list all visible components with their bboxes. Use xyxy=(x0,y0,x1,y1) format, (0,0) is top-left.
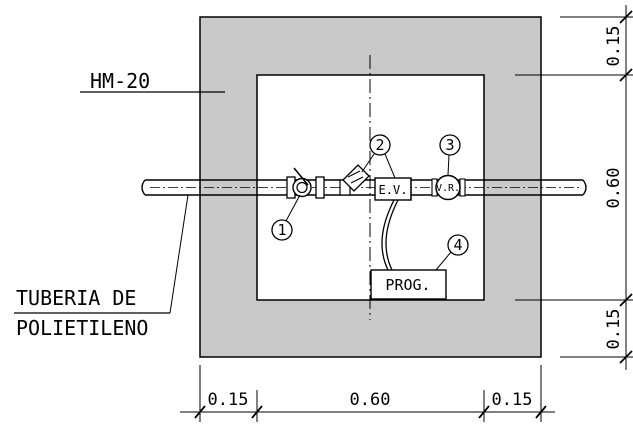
callout-4-number: 4 xyxy=(453,236,462,254)
callout-4 xyxy=(435,234,469,271)
bottom-dimension-line xyxy=(180,365,555,422)
regulating-valve-icon xyxy=(431,174,466,201)
dim-right-bottom: 0.15 xyxy=(604,309,624,350)
regulating-valve-label: V.R. xyxy=(436,183,460,194)
callout-3-number: 3 xyxy=(445,136,454,154)
dim-right-top: 0.15 xyxy=(604,26,624,67)
solenoid-valve-label: E.V. xyxy=(379,183,408,197)
pipe-label-line1: TUBERIA DE xyxy=(16,286,136,310)
callout-3 xyxy=(439,134,461,176)
callout-1 xyxy=(271,194,301,241)
callout-2-number: 2 xyxy=(375,136,384,154)
pipe-label-line2: POLIETILENO xyxy=(16,316,148,340)
right-dimension-line xyxy=(515,5,633,370)
callout-2 xyxy=(361,134,396,179)
callout-1-number: 1 xyxy=(277,221,286,239)
dim-bottom-right: 0.15 xyxy=(492,390,533,410)
programmer-box xyxy=(370,269,447,300)
dim-bottom-center: 0.60 xyxy=(350,390,391,410)
shutoff-valve-icon xyxy=(286,167,325,199)
material-label: HM-20 xyxy=(90,69,150,93)
dim-bottom-left: 0.15 xyxy=(208,390,249,410)
programmer-label: PROG. xyxy=(385,276,430,294)
control-cable xyxy=(381,199,395,271)
dim-right-middle: 0.60 xyxy=(604,168,624,209)
